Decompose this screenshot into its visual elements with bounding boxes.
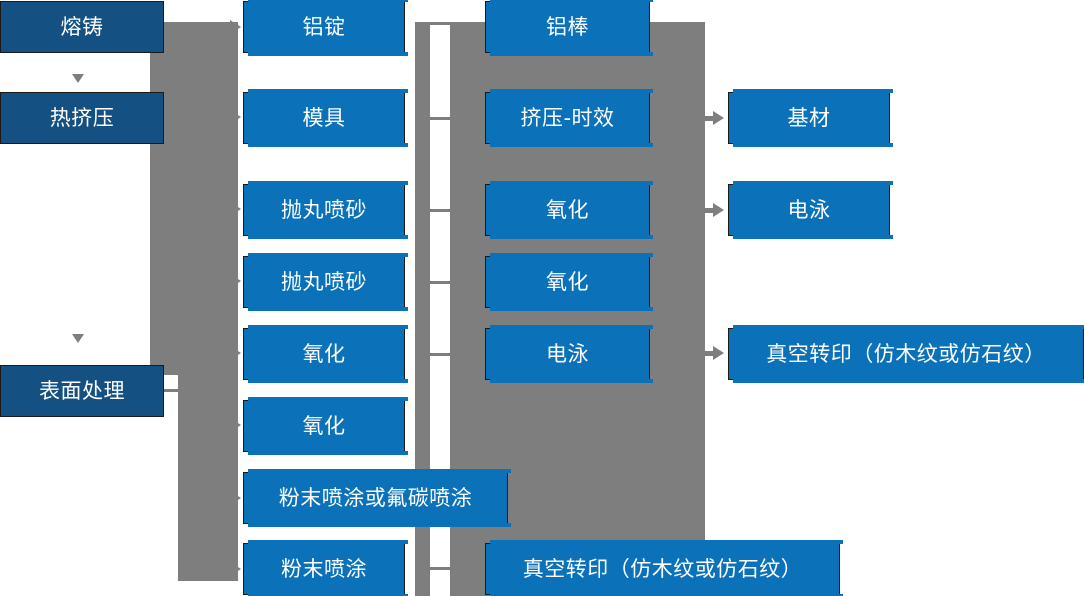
process-label-blast-2: 抛丸喷砂 <box>281 269 367 294</box>
process-label-ingot: 铝锭 <box>302 14 346 39</box>
stage-label-extrude: 热挤压 <box>49 105 115 130</box>
arrow-to-proc-blast-1 <box>230 202 241 216</box>
arrow-extrude-to-surface <box>72 334 84 343</box>
process-box-powder[interactable]: 粉末喷涂 <box>243 540 408 596</box>
arrow-to-final-electro <box>713 203 724 217</box>
process-box-oxide-2[interactable]: 氧化 <box>243 397 408 455</box>
final-box-base[interactable]: 基材 <box>728 89 893 147</box>
arrow-to-proc-powder <box>230 562 241 576</box>
output-label-oxide-1: 氧化 <box>546 197 589 222</box>
spine-link-2 <box>430 117 452 120</box>
process-label-oxide-2: 氧化 <box>302 413 346 438</box>
arrow-to-proc-ingot <box>230 20 241 34</box>
final-box-transfer[interactable]: 真空转印（仿木纹或仿石纹） <box>728 325 1084 383</box>
final-box-electro[interactable]: 电泳 <box>728 181 893 239</box>
process-box-ingot[interactable]: 铝锭 <box>243 0 408 56</box>
arrow-melting-to-extrude <box>72 74 84 83</box>
final-label-base: 基材 <box>787 105 831 130</box>
spine-link-1 <box>430 22 452 25</box>
output-box-electro[interactable]: 电泳 <box>485 325 653 383</box>
surface-trunk-link <box>164 389 184 392</box>
process-label-powder-fluor: 粉末喷涂或氟碳喷涂 <box>278 485 473 510</box>
output-box-extrude[interactable]: 挤压-时效 <box>485 89 653 147</box>
arrow-to-final-base <box>713 111 724 125</box>
process-label-oxide-1: 氧化 <box>302 341 346 366</box>
output-box-transfer[interactable]: 真空转印（仿木纹或仿石纹） <box>485 540 843 596</box>
arrow-to-proc-powder-fluor <box>230 491 241 505</box>
spine-link-6 <box>430 567 452 570</box>
arrow-to-proc-mold <box>230 110 241 124</box>
arrow-to-final-transfer <box>713 346 724 360</box>
process-box-mold[interactable]: 模具 <box>243 89 408 147</box>
output-label-extrude: 挤压-时效 <box>520 105 615 130</box>
final-label-electro: 电泳 <box>787 197 831 222</box>
process-label-blast-1: 抛丸喷砂 <box>281 197 367 222</box>
process-box-blast-1[interactable]: 抛丸喷砂 <box>243 181 408 239</box>
stage-label-surface: 表面处理 <box>39 378 125 403</box>
stage-box-surface[interactable]: 表面处理 <box>0 365 164 417</box>
output-box-bar[interactable]: 铝棒 <box>485 0 653 56</box>
arrow-to-proc-oxide-1 <box>230 346 241 360</box>
middle-spine-bar <box>415 22 430 596</box>
spine-link-4 <box>430 281 452 284</box>
output-label-transfer: 真空转印（仿木纹或仿石纹） <box>522 556 803 581</box>
arrow-to-proc-blast-2 <box>230 274 241 288</box>
stage-label-melting: 熔铸 <box>60 14 104 39</box>
stage-box-extrude[interactable]: 热挤压 <box>0 92 164 144</box>
process-label-mold: 模具 <box>302 105 346 130</box>
arrow-to-proc-oxide-2 <box>230 418 241 432</box>
left-trunk-lower <box>178 375 238 581</box>
output-label-bar: 铝棒 <box>546 14 589 39</box>
stem-to-final-electro <box>705 208 715 213</box>
process-label-powder: 粉末喷涂 <box>281 556 367 581</box>
process-box-powder-fluor[interactable]: 粉末喷涂或氟碳喷涂 <box>243 469 511 527</box>
output-label-oxide-2: 氧化 <box>546 269 589 294</box>
left-trunk-upper <box>150 22 238 375</box>
output-label-electro: 电泳 <box>546 341 589 366</box>
final-label-transfer: 真空转印（仿木纹或仿石纹） <box>766 341 1046 366</box>
process-box-blast-2[interactable]: 抛丸喷砂 <box>243 253 408 311</box>
output-box-oxide-2[interactable]: 氧化 <box>485 253 653 311</box>
spine-link-widecut <box>415 353 452 356</box>
stem-to-final-base <box>705 116 715 121</box>
process-box-oxide-1[interactable]: 氧化 <box>243 325 408 383</box>
stem-to-final-transfer <box>705 351 715 356</box>
stage-box-melting[interactable]: 熔铸 <box>0 1 164 53</box>
spine-link-3 <box>430 209 452 212</box>
output-box-oxide-1[interactable]: 氧化 <box>485 181 653 239</box>
